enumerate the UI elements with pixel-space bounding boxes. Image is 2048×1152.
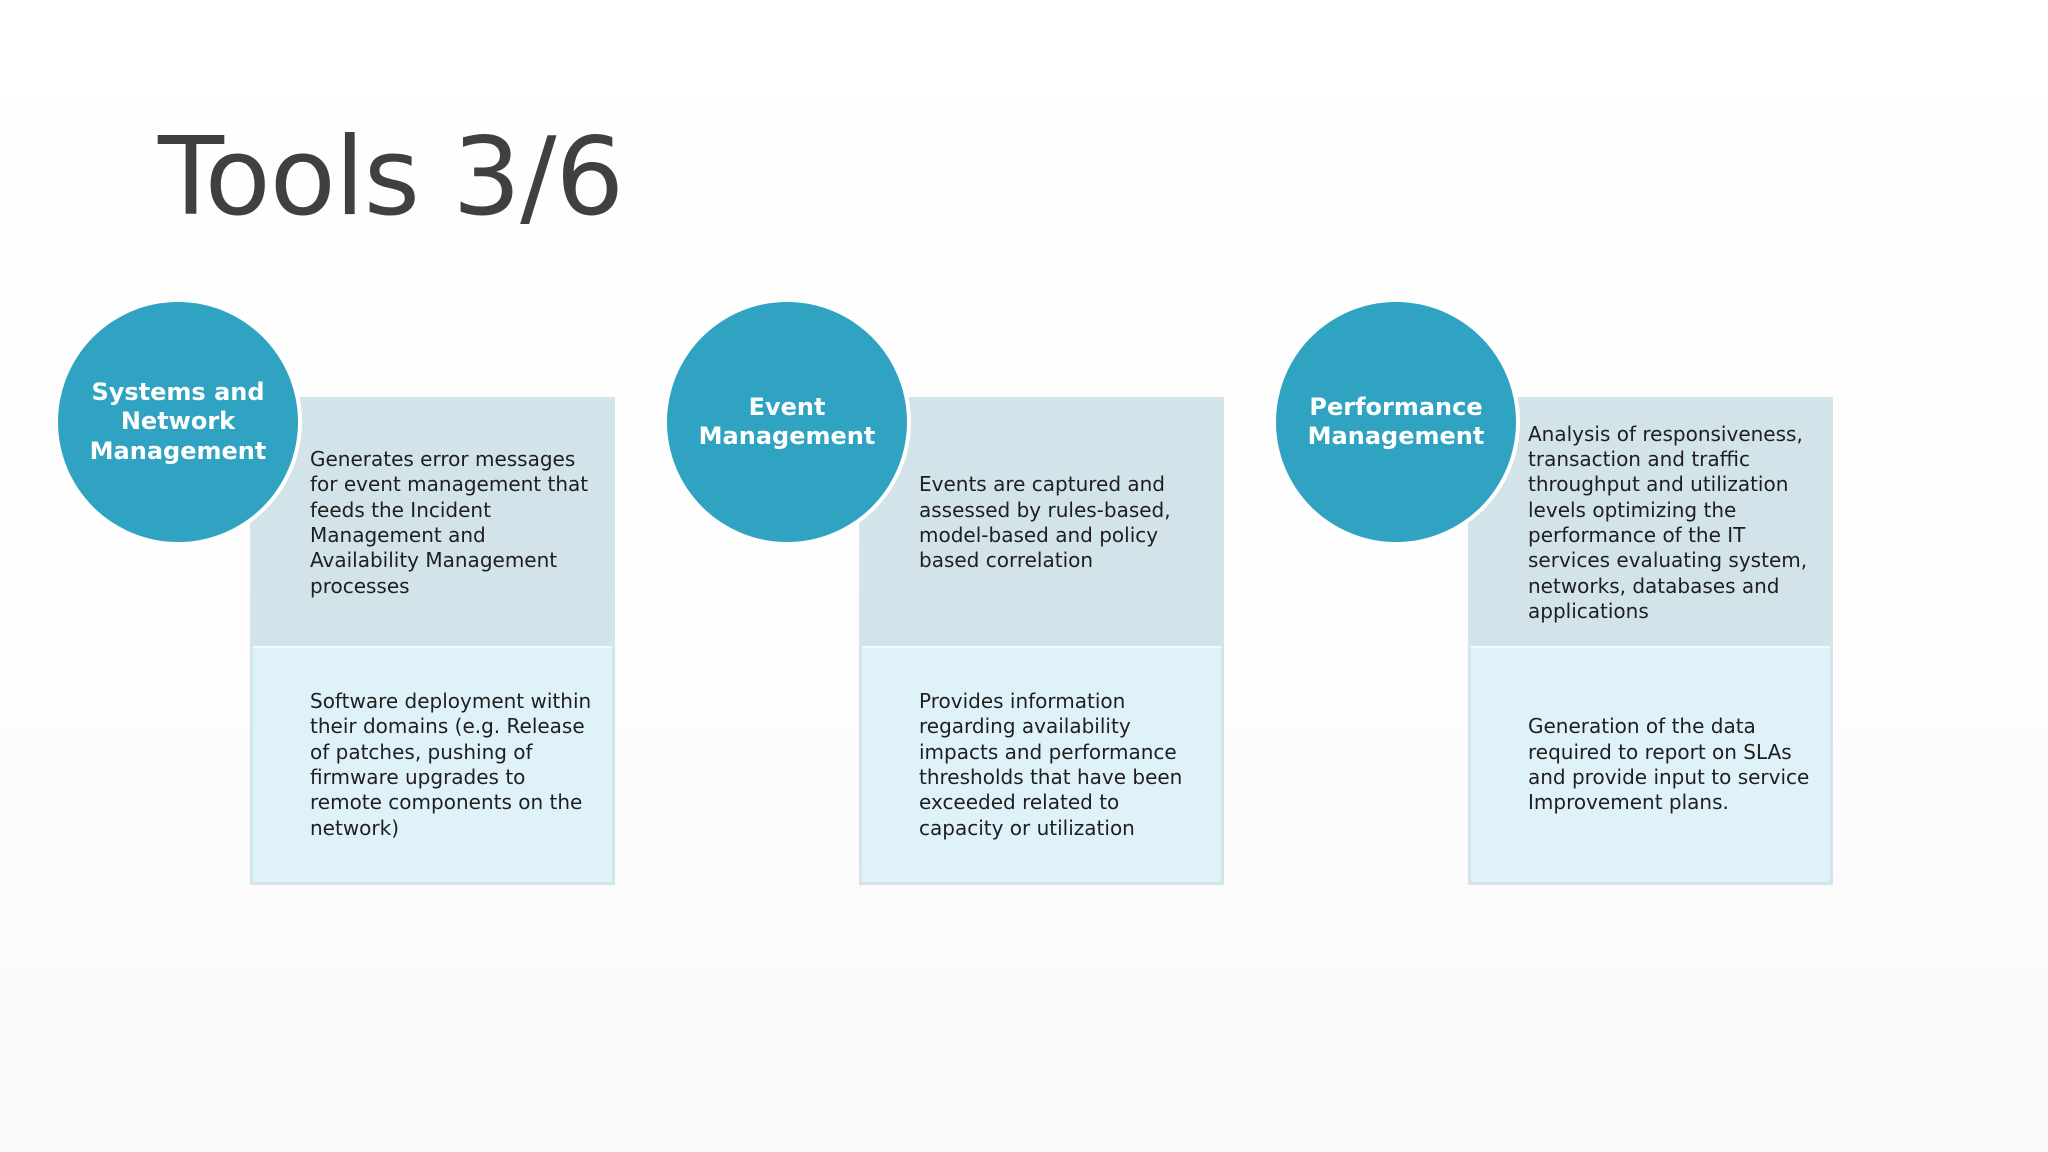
top-description-box: Analysis of responsiveness, transaction …: [1528, 400, 1816, 646]
bottom-description-box: Provides information regarding availabil…: [919, 648, 1207, 882]
top-description-text: Analysis of responsiveness, transaction …: [1528, 421, 1808, 623]
panel-top-section: [253, 400, 612, 646]
top-description-box: Events are captured and assessed by rule…: [919, 400, 1207, 646]
panel-divider: [253, 646, 612, 648]
panel-top-section: [1471, 400, 1830, 646]
bottom-description-text: Provides information regarding availabil…: [919, 689, 1183, 840]
description-panel: Analysis of responsiveness, transaction …: [1468, 397, 1833, 885]
bottom-description-box: Generation of the data required to repor…: [1528, 648, 1816, 882]
tool-group-systems-network-management: Generates error messages for event manag…: [58, 302, 668, 902]
tool-circle-label: Performance Management: [1307, 392, 1485, 451]
panel-top-section: [862, 400, 1221, 646]
tool-circle-label: Systems and Network Management: [89, 377, 267, 465]
tool-group-performance-management: Analysis of responsiveness, transaction …: [1276, 302, 1886, 902]
tool-circle-label: Event Management: [698, 392, 876, 451]
description-panel: Events are captured and assessed by rule…: [859, 397, 1224, 885]
bottom-description-text: Software deployment within their domains…: [310, 689, 592, 840]
description-panel: Generates error messages for event manag…: [250, 397, 615, 885]
panel-divider: [1471, 646, 1830, 648]
bottom-description-text: Generation of the data required to repor…: [1528, 714, 1810, 815]
tool-circle: Systems and Network Management: [58, 302, 298, 542]
tool-circle: Event Management: [667, 302, 907, 542]
top-description-text: Events are captured and assessed by rule…: [919, 472, 1171, 573]
panel-divider: [862, 646, 1221, 648]
slide-title: Tools 3/6: [158, 115, 624, 240]
tool-circle: Performance Management: [1276, 302, 1516, 542]
bottom-description-box: Software deployment within their domains…: [310, 648, 598, 882]
top-description-text: Generates error messages for event manag…: [310, 447, 589, 598]
tool-group-event-management: Events are captured and assessed by rule…: [667, 302, 1277, 902]
top-description-box: Generates error messages for event manag…: [310, 400, 598, 646]
